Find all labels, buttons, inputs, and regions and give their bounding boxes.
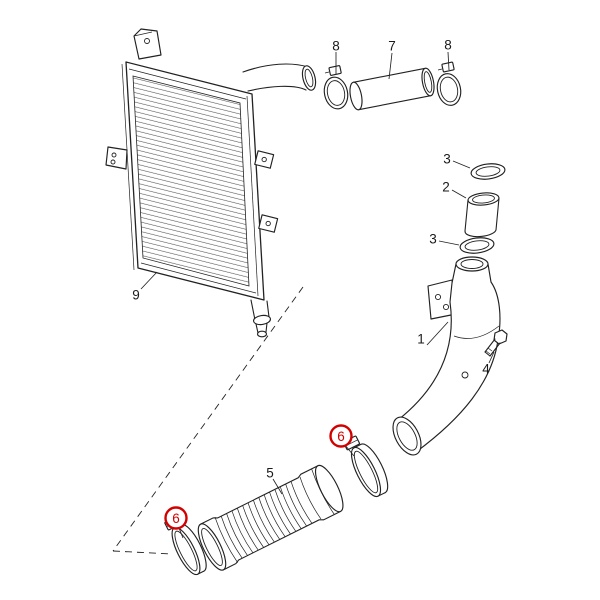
highlight-circle-6-left bbox=[164, 506, 188, 530]
clamp-screw-icon bbox=[441, 61, 455, 73]
bolt bbox=[484, 329, 508, 357]
assembly-dashed-lines bbox=[112, 286, 304, 555]
callout-3-lower[interactable]: 3 bbox=[429, 232, 437, 247]
callout-labels: 8 7 8 3 2 3 1 4 9 5 6 6 bbox=[132, 38, 490, 530]
hose-clamp-8-left bbox=[323, 65, 349, 110]
cooler-top-outlet-pipe bbox=[242, 63, 317, 92]
callout-5[interactable]: 5 bbox=[266, 466, 274, 481]
seal-ring-lower bbox=[459, 237, 495, 254]
callout-9[interactable]: 9 bbox=[132, 288, 140, 303]
callout-8-left[interactable]: 8 bbox=[332, 39, 340, 54]
callout-7[interactable]: 7 bbox=[388, 39, 396, 54]
cooler-right-tab-lower bbox=[258, 214, 279, 233]
cooler-core-fins bbox=[132, 75, 250, 287]
callout-2[interactable]: 2 bbox=[442, 180, 450, 195]
charge-air-pipe bbox=[392, 256, 501, 456]
callout-6-left[interactable]: 6 bbox=[172, 511, 180, 526]
cooler-left-bracket bbox=[105, 146, 128, 170]
callout-4[interactable]: 4 bbox=[482, 362, 490, 377]
highlight-circle-6-middle bbox=[329, 424, 353, 448]
hose-clamp-6-middle bbox=[342, 435, 389, 498]
charge-air-cooler bbox=[105, 28, 317, 338]
hose-clamp-8-right bbox=[436, 61, 462, 106]
rubber-sleeve bbox=[464, 192, 500, 238]
corrugated-hose bbox=[197, 464, 344, 571]
callout-1[interactable]: 1 bbox=[417, 332, 425, 347]
callout-8-right[interactable]: 8 bbox=[444, 38, 452, 53]
callout-3-upper[interactable]: 3 bbox=[443, 152, 451, 167]
cooler-top-bracket bbox=[133, 28, 162, 60]
leader-lines bbox=[140, 51, 495, 539]
callout-6-middle[interactable]: 6 bbox=[337, 429, 345, 444]
cooler-bottom-outlet bbox=[250, 299, 272, 338]
upper-hose bbox=[349, 67, 435, 111]
clamp-screw-icon bbox=[328, 65, 342, 76]
cooler-right-tab-upper bbox=[254, 150, 275, 169]
seal-ring-upper bbox=[470, 163, 506, 180]
